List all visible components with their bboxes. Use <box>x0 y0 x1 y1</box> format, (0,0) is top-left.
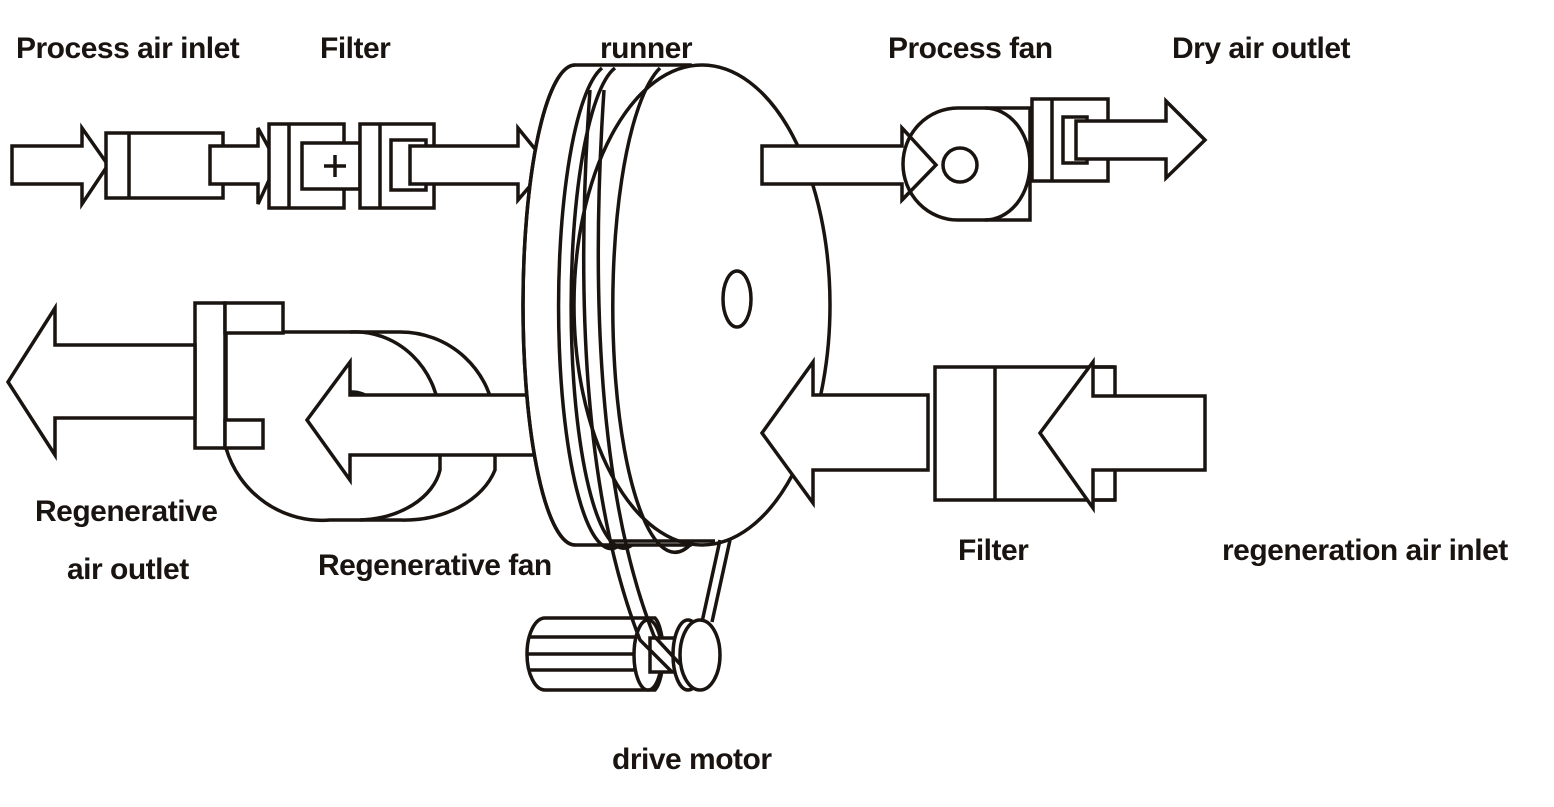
drive-motor <box>525 616 722 692</box>
regen-to-runner-arrow <box>759 356 930 509</box>
runner-wheel <box>521 63 832 554</box>
regen-air-outlet-label-line2: air outlet <box>67 553 189 586</box>
process-fan-label: Process fan <box>888 32 1053 65</box>
process-air-inlet-arrow <box>10 122 111 210</box>
runner-label: runner <box>600 32 693 65</box>
regen-air-outlet-label-line1: Regenerative <box>35 495 218 528</box>
process-prefilter <box>104 131 225 200</box>
process-air-inlet-label: Process air inlet <box>16 32 240 65</box>
regen-fan-label: Regenerative fan <box>318 549 552 582</box>
dry-air-outlet-label: Dry air outlet <box>1172 32 1351 65</box>
process-filter-plus <box>267 122 362 210</box>
regen-air-outlet-arrow <box>5 301 197 461</box>
process-fan <box>900 106 1032 222</box>
runner-hub <box>721 269 753 329</box>
drive-belt <box>582 89 732 674</box>
dry-air-outlet-arrow <box>1074 96 1208 183</box>
drive-motor-label: drive motor <box>612 743 772 776</box>
regen-filter-label: Filter <box>958 534 1029 567</box>
regen-air-inlet-label: regeneration air inlet <box>1222 534 1508 567</box>
process-fan-hub <box>941 146 979 184</box>
process-filter-label: Filter <box>320 32 391 65</box>
motor-pulley <box>678 618 722 692</box>
runner-to-regen-fan-arrow <box>304 356 550 486</box>
regen-fan-flange <box>193 301 285 450</box>
regen-air-inlet-arrow <box>1037 356 1207 514</box>
